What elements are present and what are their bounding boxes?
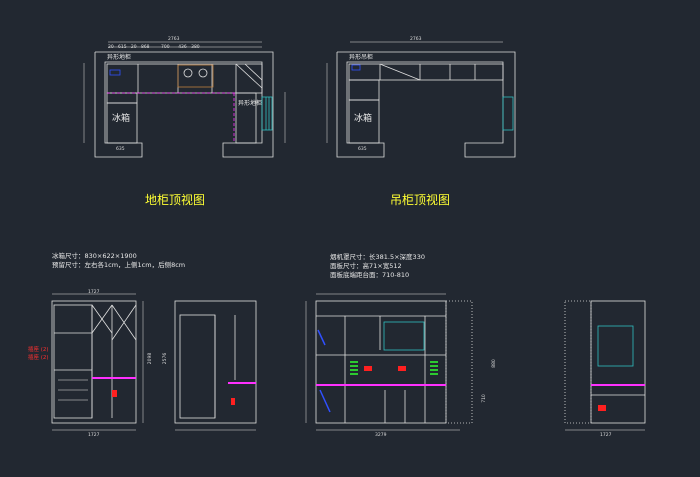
seg-dim: 700 bbox=[161, 45, 170, 50]
seg-dim: 20 bbox=[130, 45, 137, 50]
base-top-view-title: 地柜顶视图 bbox=[145, 193, 206, 207]
seg-dim: 868 bbox=[140, 45, 150, 50]
segment-dims: 20 615 20 868 700 436 380 bbox=[108, 44, 200, 51]
base-corner-label: 异形地柜 bbox=[107, 54, 132, 61]
panel-height-note: 面板底端距台面：710-810 bbox=[330, 271, 410, 279]
seg-dim: 20 bbox=[108, 45, 114, 50]
elevation-main bbox=[305, 293, 473, 431]
reserve-size-note: 预留尺寸：左右各1cm，上侧1cm，后侧8cm bbox=[52, 261, 186, 269]
depth-dim-2: 635 bbox=[358, 147, 367, 152]
right-width-dim: 3279 bbox=[375, 433, 387, 438]
fridge-size-note: 冰箱尺寸：830×622×1900 bbox=[52, 252, 137, 260]
height-dim: 2576 bbox=[163, 352, 169, 365]
overall-width-dim-2: 2763 bbox=[410, 37, 422, 42]
fridge-label: 冰箱 bbox=[112, 114, 131, 124]
wall-top-view-title: 吊柜顶视图 bbox=[390, 193, 451, 207]
outlet-label-2: 插座 (2) bbox=[28, 355, 49, 361]
base-cabinet-plan bbox=[83, 41, 286, 158]
wall-cabinet-plan bbox=[326, 41, 516, 158]
elevation-side bbox=[174, 300, 257, 431]
left-width-dim: 1727 bbox=[88, 290, 100, 295]
height-dim: 710 bbox=[481, 394, 487, 403]
outlet-label: 插座 (2) bbox=[28, 347, 49, 353]
fridge-label-2: 冰箱 bbox=[354, 114, 373, 124]
wall-corner-label: 异形吊柜 bbox=[349, 54, 374, 61]
panel-size-note: 面板尺寸：高71×宽512 bbox=[330, 262, 402, 270]
height-dim: 2098 bbox=[148, 352, 154, 365]
hood-size-note: 烟机罩尺寸：长381.5×深度330 bbox=[330, 253, 425, 261]
height-dim: 880 bbox=[491, 359, 497, 368]
depth-dim: 635 bbox=[116, 147, 125, 152]
elevation-right bbox=[564, 300, 646, 431]
seg-dim: 615 bbox=[118, 45, 127, 50]
width-dim: 1727 bbox=[600, 433, 612, 438]
seg-dim: 436 bbox=[178, 45, 187, 50]
overall-width-dim: 2763 bbox=[168, 37, 180, 42]
base-corner-label-2: 异形地柜 bbox=[238, 100, 263, 107]
left-width-dim-bottom: 1727 bbox=[88, 433, 100, 438]
elevation-left bbox=[51, 293, 144, 431]
seg-dim: 380 bbox=[191, 45, 200, 50]
